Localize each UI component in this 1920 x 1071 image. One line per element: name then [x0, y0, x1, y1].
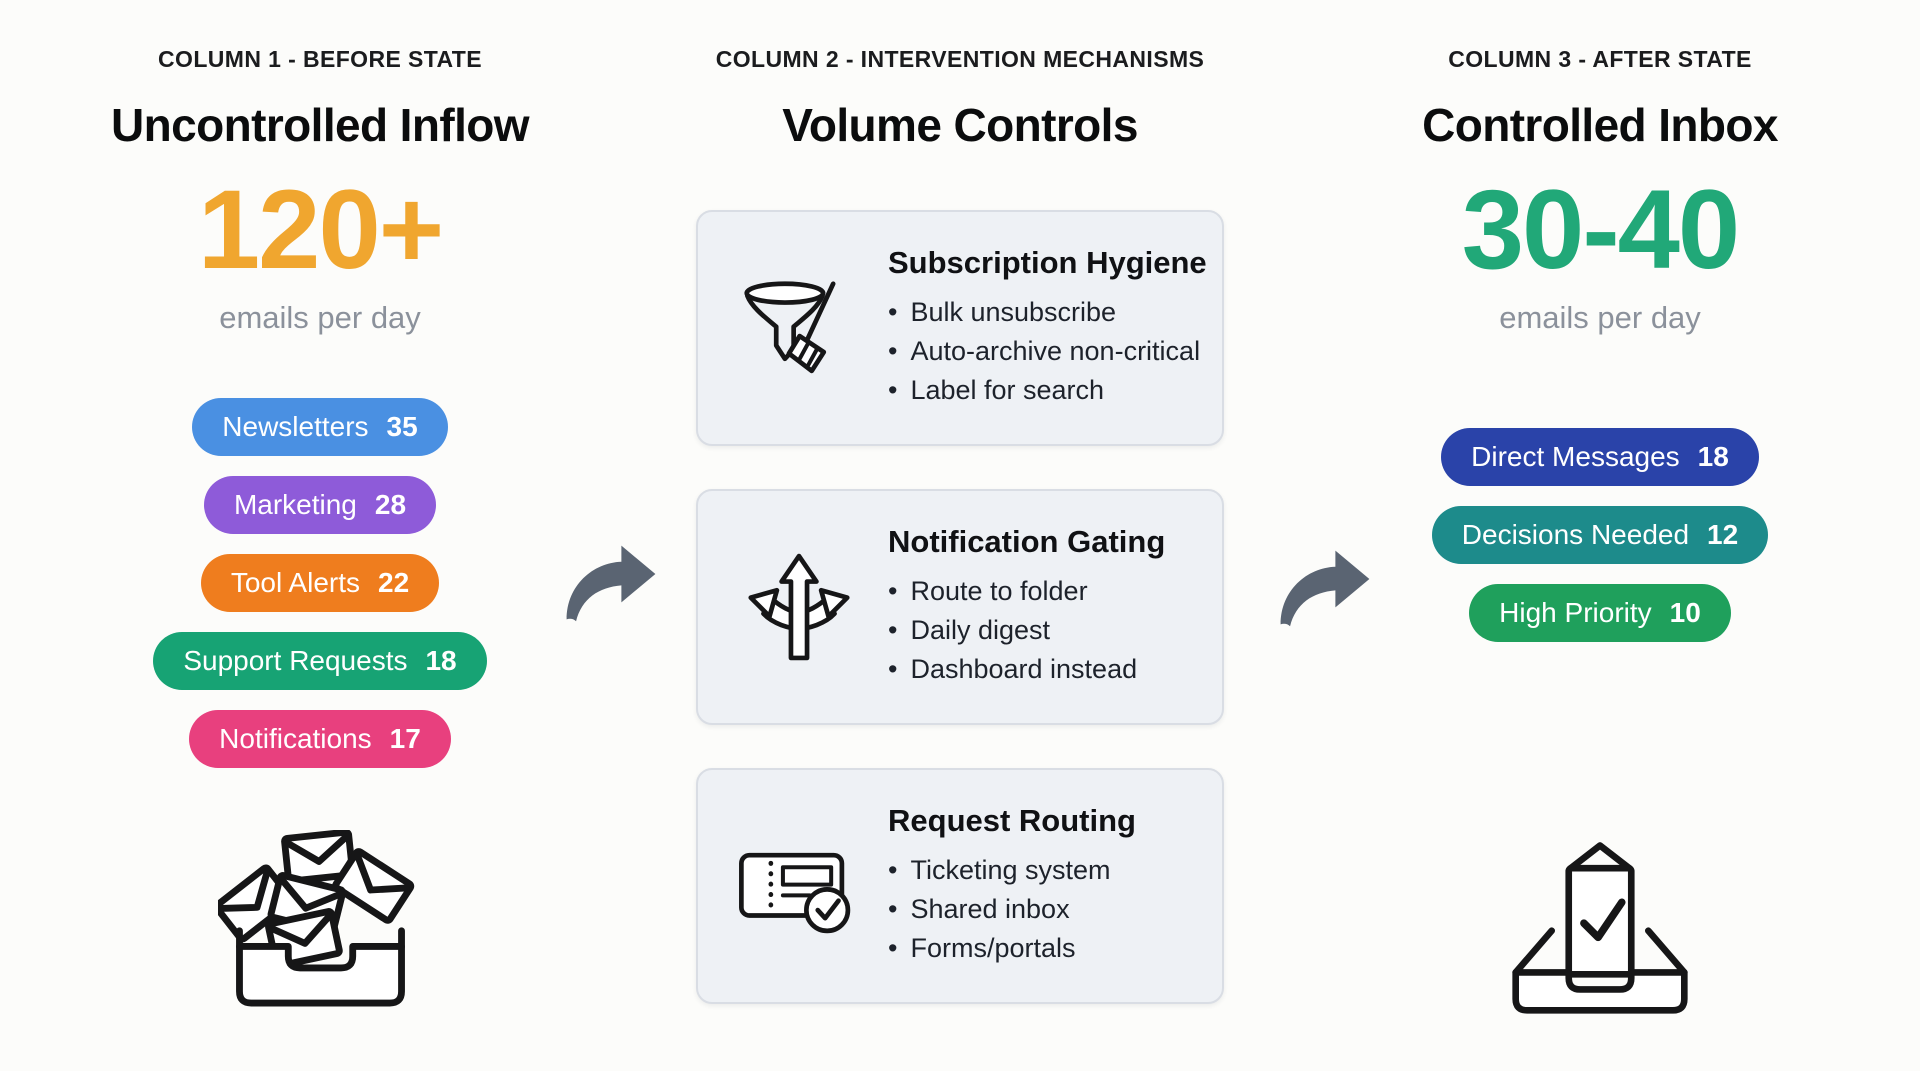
pill-count: 10: [1669, 596, 1701, 628]
column-interventions: COLUMN 2 - INTERVENTION MECHANISMS Volum…: [640, 0, 1280, 1004]
card-bullet: Bulk unsubscribe: [888, 293, 1207, 332]
pill-direct-messages: Direct Messages 18: [1441, 427, 1759, 486]
pill-decisions-needed: Decisions Needed 12: [1431, 505, 1769, 564]
column1-title: Uncontrolled Inflow: [111, 99, 530, 151]
inbox-check-icon: [1500, 836, 1700, 1016]
branching-arrows-icon: [724, 540, 874, 674]
card-bullet: Dashboard instead: [888, 650, 1198, 689]
flow-arrow-controls-to-after: [1270, 545, 1380, 630]
card-bullet: Auto-archive non-critical: [888, 332, 1207, 371]
column3-eyebrow: COLUMN 3 - AFTER STATE: [1448, 46, 1752, 72]
pill-count: 18: [1697, 440, 1729, 472]
card-bullet: Ticketing system: [888, 851, 1198, 890]
pill-label: Decisions Needed: [1461, 518, 1690, 550]
pill-label: Newsletters: [222, 410, 369, 442]
pill-label: Tool Alerts: [230, 566, 360, 598]
pill-tool-alerts: Tool Alerts 22: [200, 553, 440, 612]
card-bullet: Shared inbox: [888, 890, 1198, 929]
pill-notifications: Notifications 17: [189, 709, 451, 768]
card-bullet-list: Ticketing system Shared inbox Forms/port…: [888, 851, 1198, 968]
column3-title: Controlled Inbox: [1422, 99, 1778, 151]
column2-eyebrow: COLUMN 2 - INTERVENTION MECHANISMS: [715, 46, 1205, 72]
after-category-pills: Direct Messages 18 Decisions Needed 12 H…: [1431, 427, 1769, 642]
before-metric-caption: emails per day: [219, 299, 421, 335]
funnel-broom-icon: [724, 261, 874, 395]
card-request-routing: Request Routing Ticketing system Shared …: [696, 767, 1224, 1004]
card-bullet: Daily digest: [888, 611, 1198, 650]
card-bullet-list: Bulk unsubscribe Auto-archive non-critic…: [888, 293, 1207, 410]
card-bullet-list: Route to folder Daily digest Dashboard i…: [888, 572, 1198, 689]
card-title: Subscription Hygiene: [888, 245, 1207, 281]
before-metric-value: 120+: [197, 166, 444, 292]
pill-support-requests: Support Requests 18: [153, 631, 487, 690]
column-after-state: COLUMN 3 - AFTER STATE Controlled Inbox …: [1280, 0, 1920, 1016]
column-before-state: COLUMN 1 - BEFORE STATE Uncontrolled Inf…: [0, 0, 640, 1018]
pill-label: Marketing: [233, 488, 357, 520]
pill-count: 28: [374, 488, 407, 520]
pill-label: High Priority: [1499, 596, 1652, 628]
pill-label: Direct Messages: [1471, 440, 1680, 472]
overflowing-inbox-icon: [212, 828, 423, 1018]
card-bullet: Label for search: [888, 371, 1207, 410]
pill-count: 18: [425, 644, 457, 676]
card-subscription-hygiene: Subscription Hygiene Bulk unsubscribe Au…: [696, 209, 1224, 446]
after-metric-value: 30-40: [1461, 166, 1740, 292]
card-title: Request Routing: [888, 803, 1136, 839]
column1-eyebrow: COLUMN 1 - BEFORE STATE: [158, 46, 482, 72]
ticket-check-icon: [724, 819, 874, 953]
pill-high-priority: High Priority 10: [1469, 583, 1731, 642]
card-bullet: Forms/portals: [888, 929, 1198, 968]
pill-count: 12: [1707, 518, 1739, 550]
before-category-pills: Newsletters 35 Marketing 28 Tool Alerts …: [153, 397, 487, 768]
pill-label: Support Requests: [183, 644, 408, 676]
intervention-cards: Subscription Hygiene Bulk unsubscribe Au…: [696, 209, 1224, 1004]
card-notification-gating: Notification Gating Route to folder Dail…: [696, 488, 1224, 725]
card-bullet: Route to folder: [888, 572, 1198, 611]
card-title: Notification Gating: [888, 524, 1166, 560]
pill-marketing: Marketing 28: [203, 475, 437, 534]
flow-arrow-before-to-controls: [556, 540, 666, 625]
pill-count: 17: [389, 722, 421, 754]
pill-count: 22: [378, 566, 410, 598]
pill-count: 35: [386, 410, 418, 442]
pill-label: Notifications: [219, 722, 372, 754]
column2-title: Volume Controls: [782, 99, 1138, 151]
pill-newsletters: Newsletters 35: [192, 397, 448, 456]
after-metric-caption: emails per day: [1499, 299, 1701, 335]
